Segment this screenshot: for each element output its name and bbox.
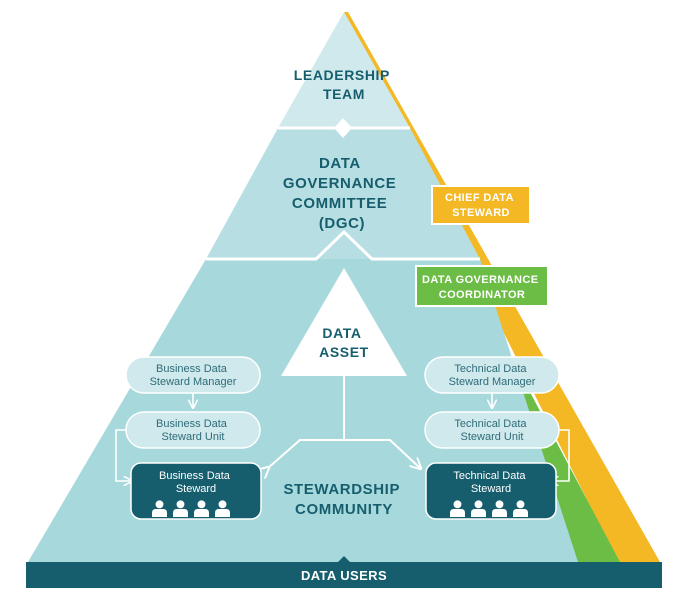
data-asset-label: DATA ASSET (319, 325, 369, 360)
business-unit-text: Business Data Steward Unit (156, 418, 230, 443)
coordinator-label: DATA GOVERNANCE COORDINATOR (422, 274, 542, 301)
technical-manager-text: Technical Data Steward Manager (449, 363, 536, 388)
tier-leadership (278, 12, 410, 128)
technical-unit-text: Technical Data Steward Unit (454, 418, 529, 443)
data-users-label: DATA USERS (301, 568, 387, 583)
data-users-bar (26, 562, 662, 588)
tier-divider-diamond (334, 118, 352, 138)
community-bracket (268, 439, 420, 468)
data-users-notch (338, 556, 350, 562)
coordinator-box (415, 265, 549, 307)
leadership-team-label: LEADERSHIP TEAM (294, 67, 394, 102)
technical-steward-text: Technical Data Steward (453, 470, 528, 495)
business-steward-box (130, 462, 262, 520)
chief-data-steward-box (431, 185, 531, 225)
business-steward-text: Business Data Steward (159, 470, 233, 495)
tier-dgc (206, 128, 480, 259)
stewardship-community-label: STEWARDSHIP COMMUNITY (283, 481, 404, 518)
tier-divider-middle (206, 229, 480, 261)
business-manager-text: Business Data Steward Manager (150, 363, 237, 388)
business-side-arrow (115, 429, 131, 481)
dgc-label: DATA GOVERNANCE COMMITTEE (DGC) (283, 155, 401, 232)
technical-side-arrow (551, 429, 570, 481)
chief-data-steward-label: CHIEF DATA STEWARD (445, 192, 517, 219)
data-asset-triangle (281, 268, 407, 376)
